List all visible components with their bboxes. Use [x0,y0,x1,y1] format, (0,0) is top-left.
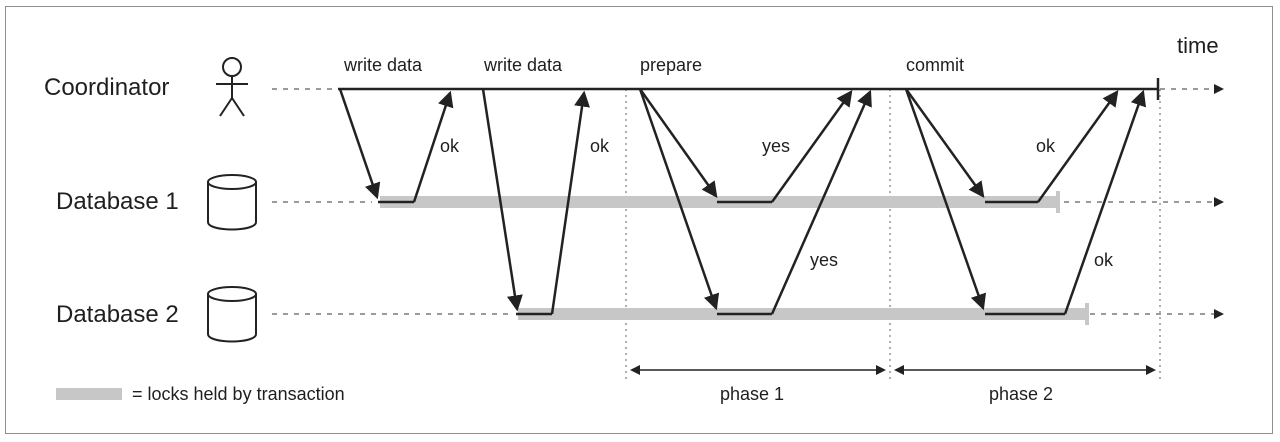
ok-arrow-commit-db1 [1036,90,1119,203]
ok-arrow-commit-db2 [1063,89,1147,315]
commit-arrow-db1 [904,88,985,198]
commit-label: commit [906,55,964,75]
prepare-label: prepare [640,55,702,75]
prepare-arrow-db1 [638,88,718,198]
message-labels: write data write data prepare commit ok … [343,55,1114,270]
prepare-arrow-db2 [638,88,720,311]
phase-markers: phase 1 phase 2 [630,365,1156,404]
ok-label-1: ok [440,136,460,156]
time-label: time [1177,33,1219,58]
participant-labels: Coordinator Database 1 Database 2 [44,74,179,328]
phase-1-label: phase 1 [720,384,784,404]
ok-arrow-db2 [550,90,590,315]
database-1-label: Database 1 [56,188,179,215]
coordinator-timeline: time [338,33,1219,100]
phase-2-label: phase 2 [989,384,1053,404]
coordinator-label: Coordinator [44,74,169,101]
yes-arrow-db1 [770,90,853,203]
yes-label-2: yes [810,250,838,270]
write-data-label-1: write data [343,55,423,75]
database-cylinder-icon [207,286,257,343]
yes-arrow-db2 [770,89,872,315]
lock-legend-swatch [56,388,122,400]
commit-arrow-db2 [904,88,987,311]
message-arrows [338,88,1147,315]
stick-figure-icon [216,57,248,117]
write-data-arrow-db2 [481,88,523,312]
write-data-arrow-db1 [338,88,381,200]
locks-legend-label: = locks held by transaction [132,384,345,404]
write-data-label-2: write data [483,55,563,75]
diagram-frame [5,6,1273,434]
yes-label-1: yes [762,136,790,156]
legend: = locks held by transaction [56,384,345,404]
participant-icons [207,57,257,343]
ok-label-2: ok [590,136,610,156]
database-2-label: Database 2 [56,301,179,328]
ok-label-4: ok [1094,250,1114,270]
database-cylinder-icon [207,174,257,231]
ok-arrow-db1 [412,90,454,203]
participant-lines [378,200,1065,316]
timeline-guides [272,84,1224,382]
ok-label-3: ok [1036,136,1056,156]
